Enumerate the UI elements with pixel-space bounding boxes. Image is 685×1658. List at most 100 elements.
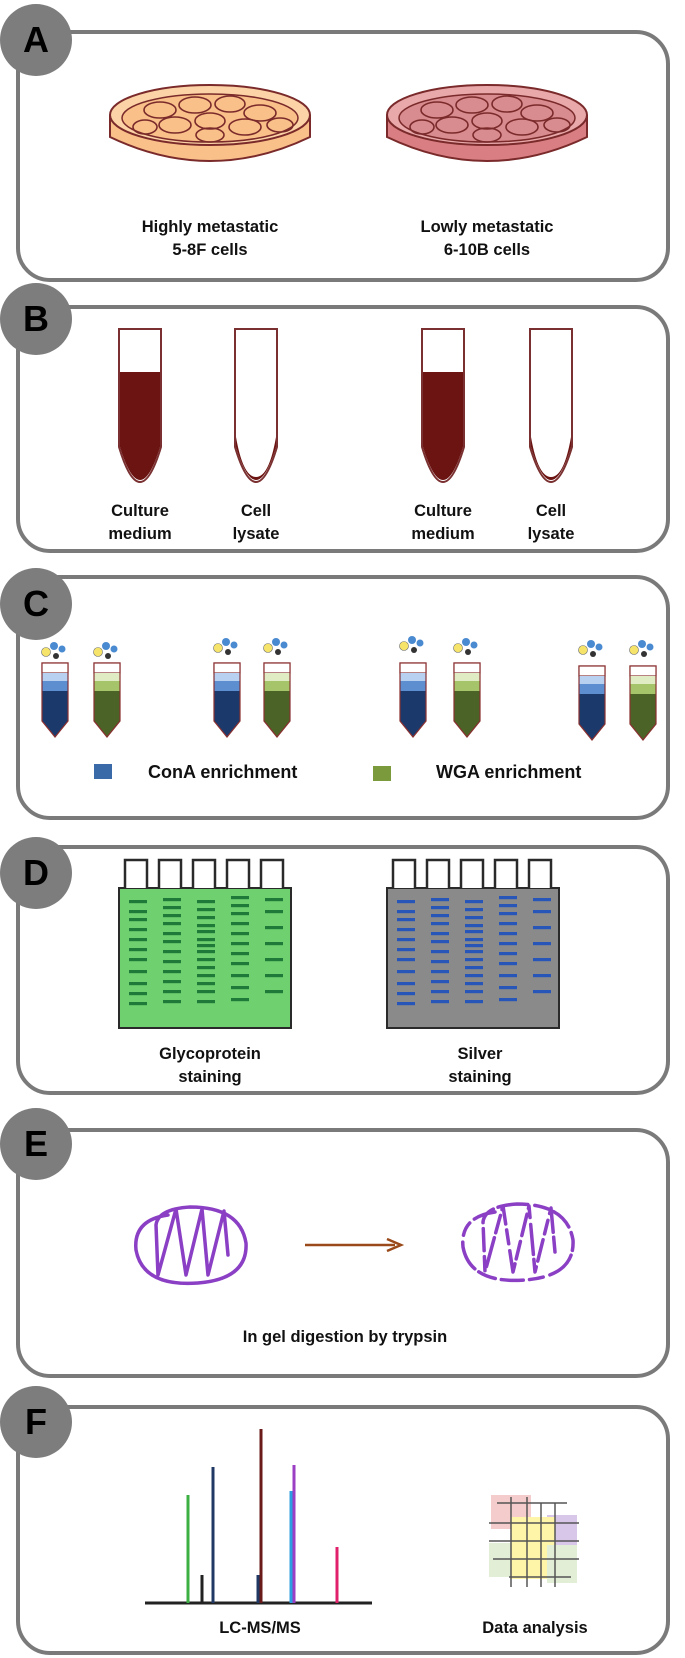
gel-band: [465, 924, 483, 928]
digestion-arrow: [305, 1237, 405, 1253]
gel-silver: [386, 858, 560, 1029]
gel-band: [431, 990, 449, 994]
gel-band: [197, 908, 215, 912]
gel-well: [191, 858, 217, 888]
gel-band: [499, 922, 517, 926]
gel-band: [197, 900, 215, 904]
gel-band: [129, 982, 147, 986]
gel-band: [465, 950, 483, 954]
gel-band: [499, 912, 517, 916]
mass-spectrum: [145, 1429, 372, 1605]
gel-band: [129, 918, 147, 922]
gel-band: [231, 896, 249, 900]
gel-well: [459, 858, 485, 888]
panel-b-badge: B: [0, 283, 72, 355]
gel-band: [499, 974, 517, 978]
gel-band: [431, 906, 449, 910]
tube-cell-lysate-2: [529, 328, 573, 483]
gel-band: [533, 958, 551, 962]
data-analysis-grid-icon: [489, 1495, 579, 1587]
gel-band: [499, 942, 517, 946]
gel-band: [163, 980, 181, 984]
gel-band: [431, 950, 449, 954]
panel-e: [16, 1128, 670, 1378]
gel-band: [163, 906, 181, 910]
gel-band: [431, 940, 449, 944]
gel-band: [197, 990, 215, 994]
gel-band: [397, 982, 415, 986]
gel-band: [397, 970, 415, 974]
gel-band: [499, 952, 517, 956]
gel-band: [397, 1002, 415, 1006]
gel-band: [499, 896, 517, 900]
intact-protein-scribble: [134, 1205, 248, 1286]
gel-band: [231, 922, 249, 926]
gel-band: [465, 966, 483, 970]
tube-cell-lysate-1: [234, 328, 278, 483]
gel-band: [533, 974, 551, 978]
gel-band: [397, 918, 415, 922]
gel-band: [231, 952, 249, 956]
gel-band: [499, 986, 517, 990]
gel-band: [129, 1002, 147, 1006]
gel-band: [431, 960, 449, 964]
legend-swatch-wga: [373, 766, 391, 781]
gel-band: [163, 950, 181, 954]
tube-culture-medium-2: [421, 328, 465, 483]
culture-dish-6-10b: [386, 84, 588, 162]
gel-band: [465, 1000, 483, 1004]
gel-band: [265, 910, 283, 914]
gel-well: [425, 858, 451, 888]
gel-band: [265, 926, 283, 930]
gel-band: [265, 942, 283, 946]
gel-band: [265, 974, 283, 978]
data-analysis-caption: Data analysis: [482, 1619, 588, 1637]
panel-d-badge: D: [0, 837, 72, 909]
lc-ms-caption: LC-MS/MS: [219, 1619, 301, 1637]
gel-band: [431, 980, 449, 984]
gel-band: [163, 1000, 181, 1004]
gel-band: [465, 974, 483, 978]
gel-band: [129, 938, 147, 942]
gel-band: [163, 990, 181, 994]
gel-band: [197, 966, 215, 970]
gel-band: [397, 938, 415, 942]
gel-band: [397, 910, 415, 914]
gel-well: [157, 858, 183, 888]
gel-band: [129, 900, 147, 904]
gel-well: [527, 858, 553, 888]
gel-band: [163, 914, 181, 918]
gel-band: [499, 932, 517, 936]
gel-band: [197, 930, 215, 934]
gel-band: [431, 898, 449, 902]
gel-band: [397, 900, 415, 904]
gel-band: [431, 922, 449, 926]
gel-band: [533, 898, 551, 902]
gel-band: [499, 904, 517, 908]
gel-band: [231, 942, 249, 946]
gel-band: [265, 990, 283, 994]
gel-band: [129, 970, 147, 974]
gel-band: [533, 942, 551, 946]
culture-dish-5-8f: [109, 84, 311, 162]
gel-band: [197, 950, 215, 954]
gel-band: [431, 1000, 449, 1004]
gel-band: [431, 970, 449, 974]
panel-a-badge: A: [0, 4, 72, 76]
gel-band: [265, 958, 283, 962]
gel-band: [197, 916, 215, 920]
gel-band: [163, 898, 181, 902]
gel-band: [197, 944, 215, 948]
gel-band: [431, 914, 449, 918]
gel-band: [533, 990, 551, 994]
gel-band: [163, 932, 181, 936]
gel-band: [129, 992, 147, 996]
gel-band: [197, 974, 215, 978]
